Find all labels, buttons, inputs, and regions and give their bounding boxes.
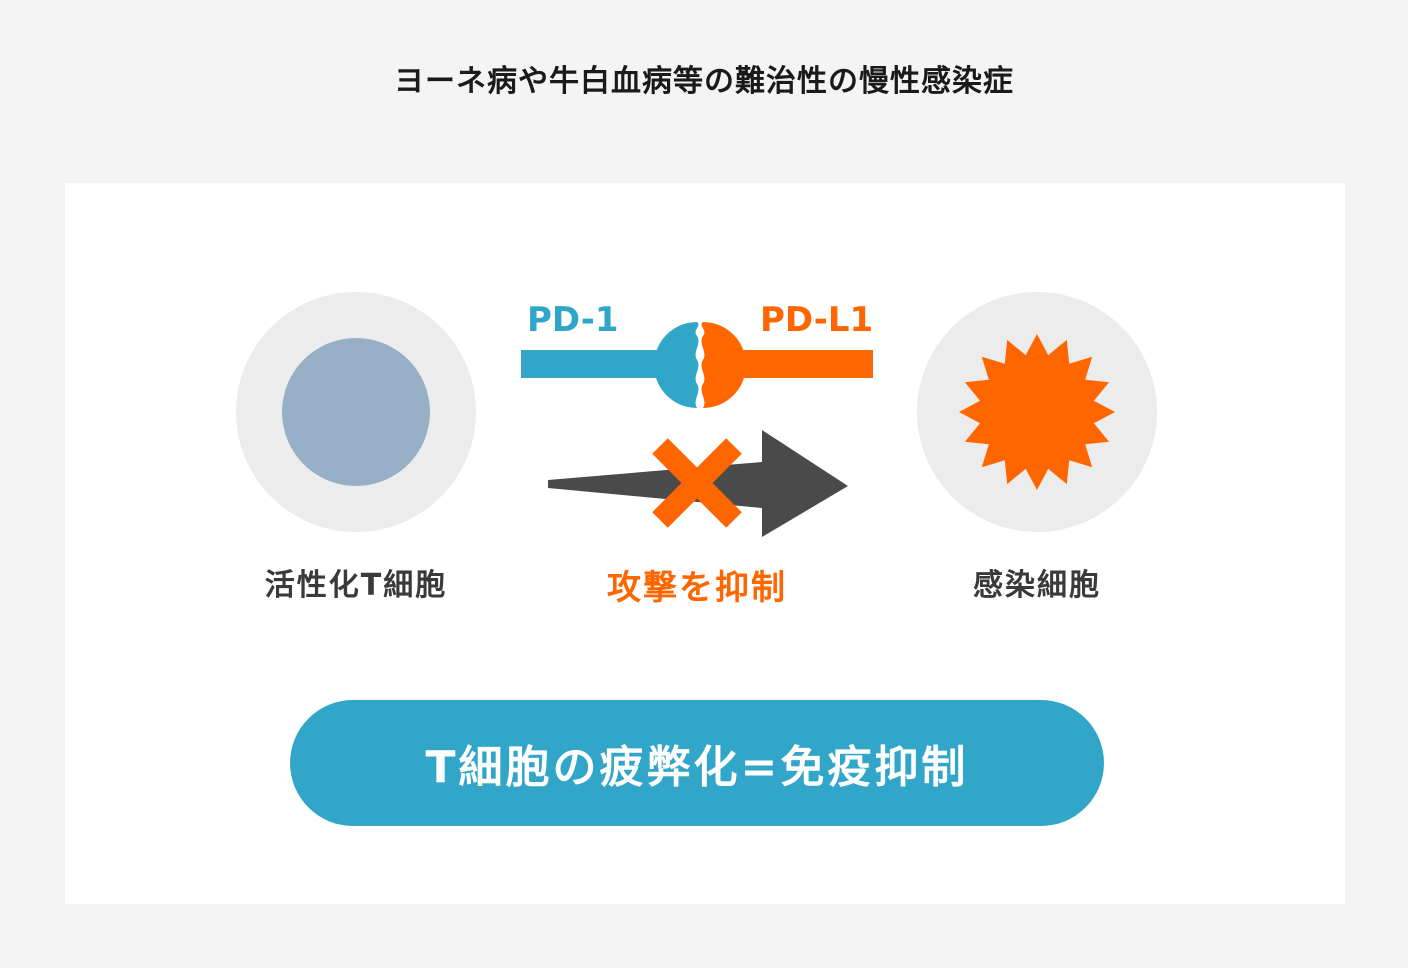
pd1-stalk	[521, 350, 671, 378]
t-cell-icon	[282, 338, 430, 486]
pd1-head	[654, 322, 699, 408]
infected-cell-label: 感染細胞	[973, 568, 1101, 603]
spiky-cell-icon	[959, 334, 1115, 490]
t-cell	[236, 292, 476, 532]
conclusion-text: T細胞の疲弊化=免疫抑制	[425, 742, 969, 793]
t-cell-label: 活性化T細胞	[264, 568, 448, 603]
page-title: ヨーネ病や牛白血病等の難治性の慢性感染症	[394, 64, 1014, 99]
conclusion-banner: T細胞の疲弊化=免疫抑制	[290, 700, 1104, 826]
infected-cell	[917, 292, 1157, 532]
pdl1-label: PD-L1	[760, 300, 874, 340]
pdl1-head	[701, 322, 746, 408]
pdl1-ligand	[701, 322, 873, 408]
pd1-receptor	[521, 322, 699, 408]
attack-suppression-label: 攻撃を抑制	[607, 568, 787, 608]
pdl1-stalk	[725, 350, 873, 378]
pd1-label: PD-1	[527, 300, 619, 340]
cross-icon	[652, 438, 742, 528]
